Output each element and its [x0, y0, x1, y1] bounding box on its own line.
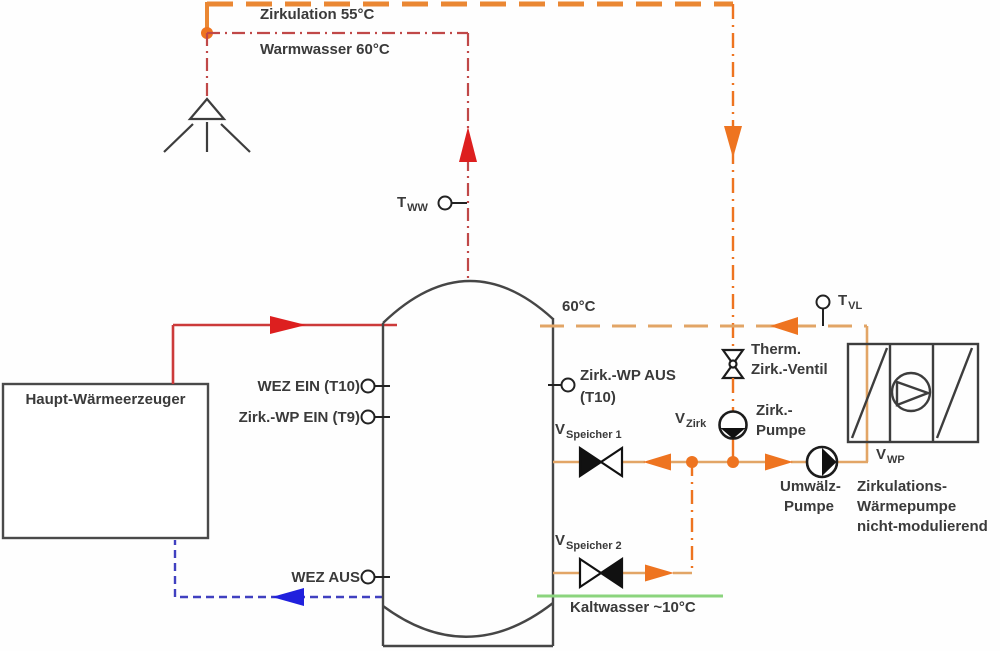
- umwaelz-pumpe-icon: [805, 445, 839, 479]
- t-ww-label: TWW: [397, 194, 428, 214]
- shower-icon: [163, 97, 251, 153]
- compressor-icon: [890, 371, 932, 413]
- distribution-pipe: [553, 453, 868, 471]
- v-speicher2-valve-icon: [578, 556, 624, 590]
- warmwasser-pipe: [205, 31, 477, 283]
- flow-arrow-right-icon: [765, 453, 793, 471]
- return-pipe-blue: [173, 540, 383, 606]
- supply-pipe-red: [171, 316, 397, 384]
- wez-aus-sensor-icon: [360, 569, 376, 585]
- heat-pump-box: [846, 342, 980, 444]
- warmwasser-label: Warmwasser 60°C: [260, 41, 390, 58]
- hot-outlet-pipe: [540, 317, 869, 462]
- tank-top-temp-label: 60°C: [562, 298, 596, 315]
- junction-dot: [727, 456, 739, 468]
- v-speicher2-label: VSpeicher 2: [555, 532, 622, 552]
- heat-generator-box: [1, 382, 210, 540]
- umwaelz-pumpe-label-line1: Umwälz-: [780, 478, 841, 495]
- circulation-pipe-top: [201, 1, 742, 350]
- heat-generator-label: Haupt-Wärmeerzeuger: [25, 391, 186, 408]
- wez-aus-label: WEZ AUS: [291, 569, 360, 586]
- therm-ventil-label-line1: Therm.: [751, 341, 802, 358]
- zirk-wp-aus-label-line1: Zirk.-WP AUS: [580, 367, 676, 384]
- v-speicher1-valve-icon: [578, 445, 624, 479]
- heat-pump-label-line1: Zirkulations-: [857, 478, 948, 495]
- wez-ein-sensor-icon: [360, 378, 376, 394]
- flow-arrow-right-icon: [270, 316, 306, 334]
- heat-pump-label-line3: nicht-modulierend: [857, 518, 988, 535]
- therm-zirk-ventil-icon: [720, 348, 746, 380]
- t-vl-sensor-icon: [815, 294, 831, 310]
- flow-arrow-left-icon: [272, 588, 304, 606]
- lower-branch-pipe: [553, 462, 694, 582]
- flow-arrow-down-icon: [724, 126, 742, 158]
- compressor-wedge-icon: [895, 380, 932, 407]
- kaltwasser-label: Kaltwasser ~10°C: [570, 599, 696, 616]
- zirk-pumpe-icon: [718, 378, 748, 462]
- wez-ein-label: WEZ EIN (T10): [257, 378, 360, 395]
- zirk-pumpe-label-line1: Zirk.-: [756, 402, 793, 419]
- zirk-wp-ein-label: Zirk.-WP EIN (T9): [238, 409, 360, 426]
- v-speicher1-label: VSpeicher 1: [555, 421, 622, 441]
- zirkulation-label: Zirkulation 55°C: [260, 6, 375, 23]
- zirk-wp-aus-sensor-icon: [560, 377, 576, 393]
- zirk-wp-ein-sensor-icon: [360, 409, 376, 425]
- flow-arrow-up-icon: [459, 127, 477, 162]
- heat-pump-label-line2: Wärmepumpe: [857, 498, 957, 515]
- flow-arrow-left-icon: [643, 453, 671, 471]
- v-wp-label: VWP: [876, 446, 905, 466]
- t-vl-label: TVL: [838, 292, 863, 312]
- zirk-pumpe-label-line2: Pumpe: [756, 422, 807, 439]
- sensors: [360, 195, 831, 585]
- storage-tank: [381, 279, 555, 648]
- umwaelz-pumpe-label-line2: Pumpe: [784, 498, 835, 515]
- t-ww-sensor-icon: [437, 195, 453, 211]
- therm-ventil-label-line2: Zirk.-Ventil: [751, 361, 828, 378]
- zirk-wp-aus-label-line2: (T10): [580, 389, 616, 406]
- flow-arrow-left-icon: [770, 317, 798, 335]
- flow-arrow-right-icon: [645, 564, 674, 582]
- v-zirk-label: VZirk: [675, 410, 707, 430]
